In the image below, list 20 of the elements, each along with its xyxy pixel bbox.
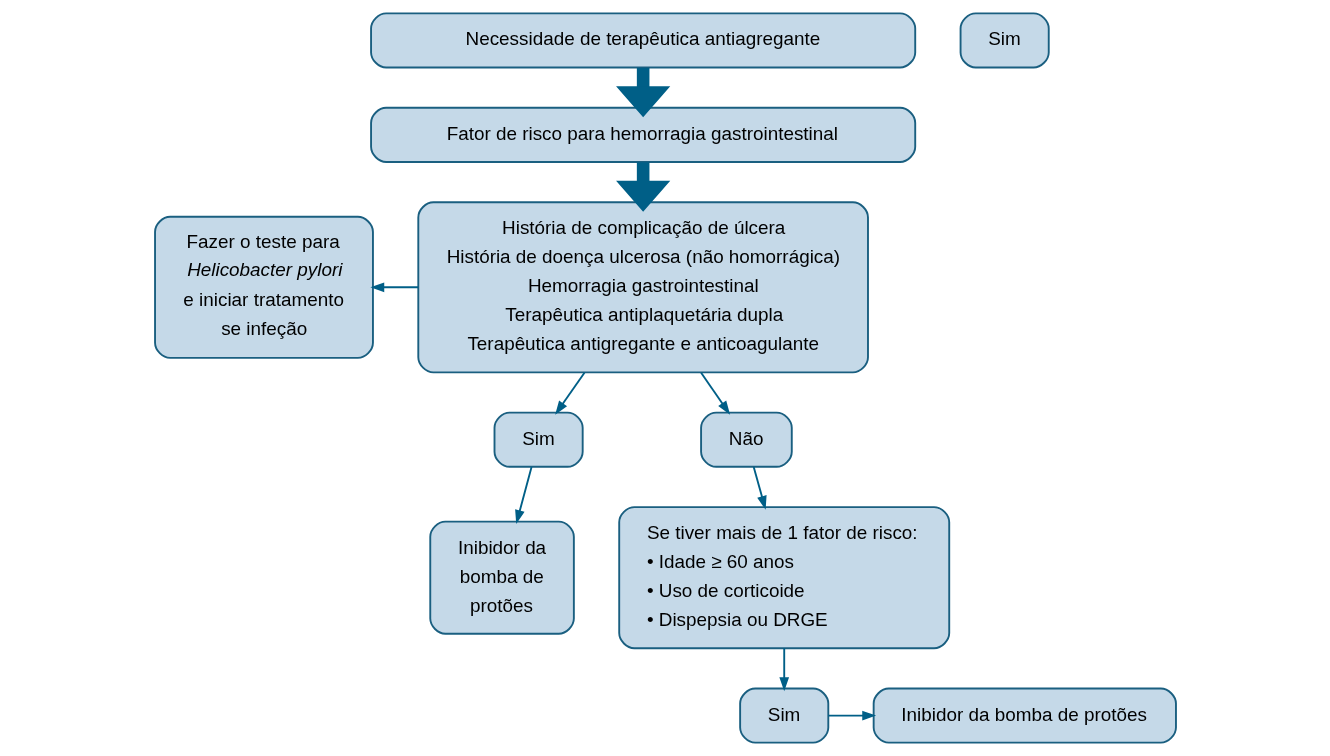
node-box: Inibidor da bomba de protões — [872, 687, 1177, 744]
arrow — [554, 371, 585, 415]
arrow — [615, 67, 670, 118]
node-box: Não — [699, 411, 793, 468]
node-box: Fator de risco para hemorragia gastrointestinal — [369, 106, 916, 163]
node-box: Inibidor da bomba de protões — [428, 520, 575, 635]
node-box: História de complicação de úlcera História de doença ulcerosa (não homorrágica) Hemorragia gastrointestinal Terapêutica antiplaquetária dupla Terapêutica antigregante e anticoagulante — [416, 201, 869, 374]
node-box: Sim — [738, 687, 829, 744]
node-box: Se tiver mais de 1 fator de risco: • Idade ≥ 60 anos • Uso de corticoide • Dispepsia ou DRGE — [617, 506, 950, 650]
node-box: Fazer o teste para Helicobacter pylori e iniciar tratamento se infeção — [153, 215, 374, 359]
arrow — [369, 282, 419, 293]
arrow — [778, 647, 789, 692]
arrow — [615, 162, 670, 212]
arrow — [514, 466, 532, 524]
arrow — [699, 371, 730, 415]
node-box: Necessidade de terapêutica antiagregante — [369, 12, 916, 69]
node-box: Sim — [493, 411, 584, 468]
arrow — [752, 466, 767, 510]
node-box: Sim — [959, 12, 1050, 69]
arrow — [826, 710, 876, 721]
